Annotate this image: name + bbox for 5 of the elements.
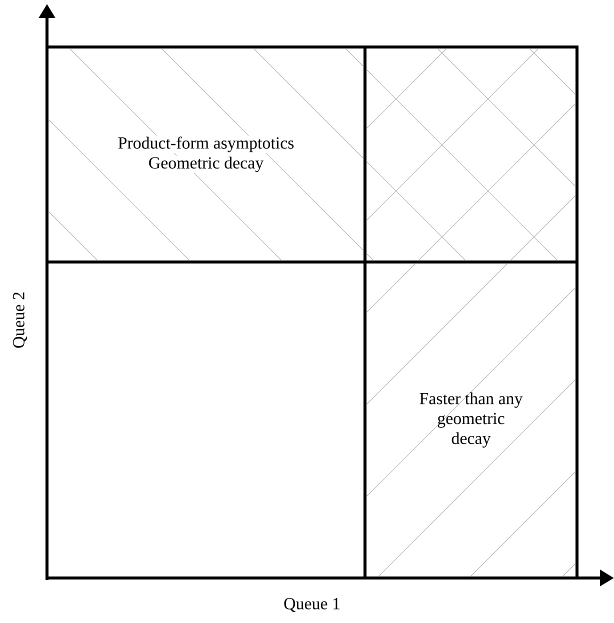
hatched-region: Faster than any geometric decay — [364, 260, 578, 580]
axis-label: Queue 1 — [284, 598, 340, 612]
hatched-region: Product-form asymptotics Geometric decay — [46, 46, 366, 264]
axis-label: Queue 2 — [13, 292, 27, 348]
hatched-region — [364, 46, 578, 264]
